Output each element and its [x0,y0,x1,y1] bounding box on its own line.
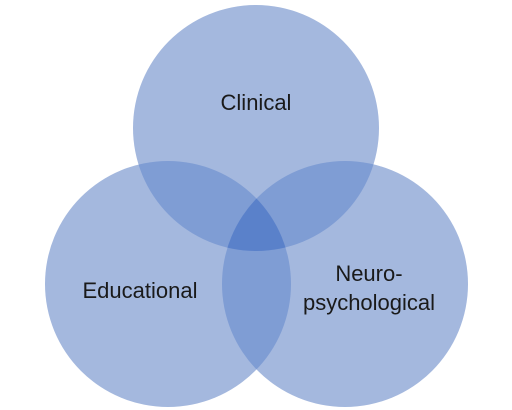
neuropsychological-label: Neuro- psychological [303,261,435,315]
clinical-label: Clinical [221,90,292,115]
educational-label-line-1: Educational [83,278,198,303]
clinical-educational-overlap [133,161,291,251]
clinical-neuropsychological-overlap [222,161,379,251]
neuropsychological-label-line-1: Neuro- [335,261,402,286]
neuropsychological-label-line-2: psychological [303,290,435,315]
neuropsychological-circle [222,161,468,407]
educational-circle [45,161,291,407]
clinical-label-line-1: Clinical [221,90,292,115]
educational-label: Educational [83,278,198,303]
